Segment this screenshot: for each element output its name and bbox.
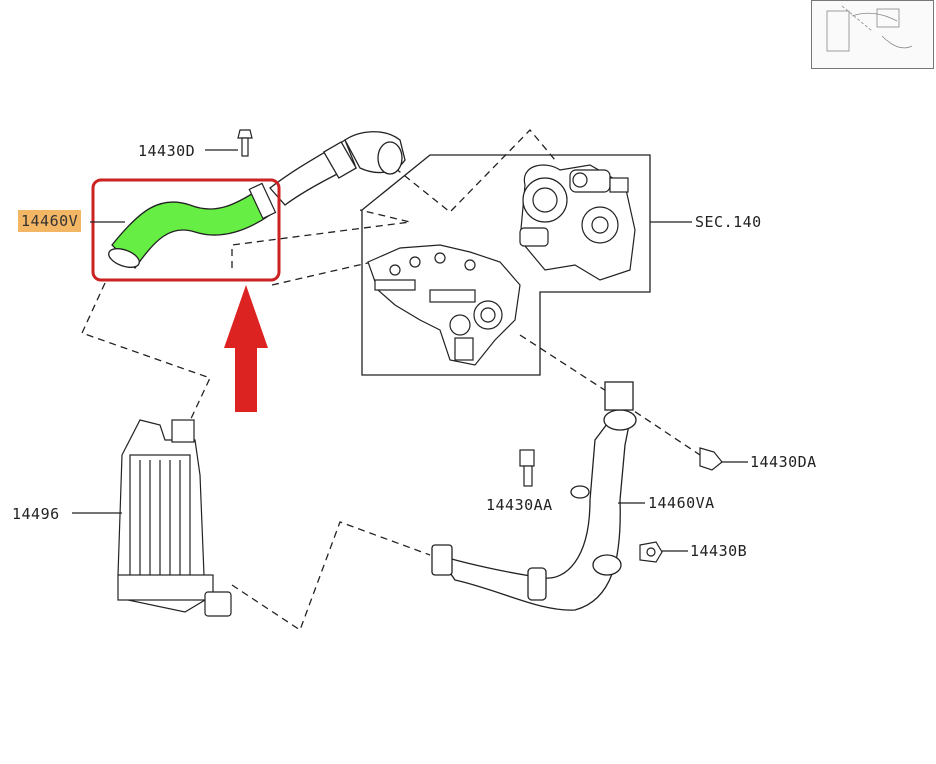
highlight-box — [91, 178, 281, 282]
hose-14460va — [431, 381, 645, 611]
intercooler-14496 — [72, 419, 232, 617]
label-14430b: 14430B — [690, 542, 748, 560]
turbocharger — [519, 164, 636, 281]
thumbnail-preview[interactable] — [811, 0, 934, 69]
hose-14460v — [108, 182, 277, 270]
label-14430d: 14430D — [138, 142, 196, 160]
dashed-leaders — [81, 129, 701, 631]
sec140-outline — [361, 154, 651, 376]
bolt-14430d — [205, 129, 253, 157]
thumbnail-drawing — [826, 5, 913, 52]
upper-hose-to-turbo — [269, 131, 406, 206]
highlight-arrow — [224, 285, 268, 412]
bolt-14430da — [699, 447, 748, 471]
label-14460va: 14460VA — [648, 494, 715, 512]
label-sec140: SEC.140 — [695, 213, 762, 231]
label-14460v: 14460V — [18, 210, 82, 232]
label-14430aa: 14430AA — [486, 496, 553, 514]
nut-14430b — [639, 541, 688, 563]
label-14430da: 14430DA — [750, 453, 817, 471]
bolt-14430aa — [519, 449, 535, 487]
exhaust-manifold — [367, 244, 521, 366]
label-14496: 14496 — [12, 505, 60, 523]
